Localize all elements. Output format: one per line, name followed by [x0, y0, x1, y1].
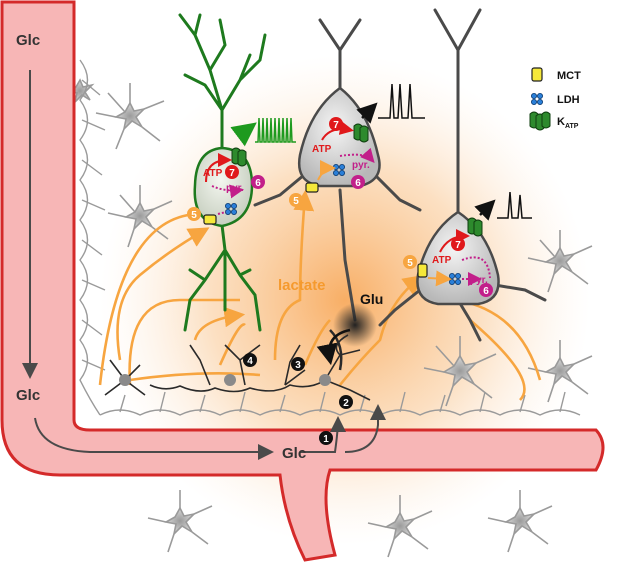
- step-badge-4: 4: [243, 353, 257, 367]
- glc-to-neuron-arrow: [344, 404, 386, 453]
- metabolic-cycle-center: [317, 121, 375, 181]
- step-badge-1: 1: [319, 431, 333, 445]
- mct-transporters: [203, 182, 428, 278]
- katp-channels: [231, 123, 483, 237]
- blood-vessel: [0, 0, 605, 562]
- svg-text:5: 5: [407, 258, 413, 269]
- step-badge-3: 3: [291, 357, 305, 371]
- svg-text:2: 2: [343, 398, 349, 409]
- label-glu: Glu: [360, 291, 383, 307]
- background-astrocytes: [65, 78, 593, 558]
- green-firing-arrow: [230, 122, 257, 147]
- label-pyr-center: pyr.: [352, 160, 370, 171]
- legend-mct-swatch: [531, 67, 543, 82]
- metabolic-cycle-left: [205, 153, 244, 215]
- label-lactate: lactate: [278, 277, 326, 294]
- svg-text:3: 3: [295, 360, 301, 371]
- label-pyr-right: pyr.: [470, 275, 488, 286]
- label-glc-bottom: Glc: [282, 445, 306, 462]
- label-atp-right: ATP: [432, 255, 452, 266]
- svg-text:5: 5: [191, 210, 197, 221]
- green-spike-train: [255, 117, 296, 143]
- step-badge-7-right: 7: [451, 237, 465, 251]
- step-badge-5-center: 5: [289, 193, 303, 207]
- label-pyr-left: pyr.: [226, 183, 244, 194]
- step-badge-7-center: 7: [329, 117, 343, 131]
- metabolic-cycle-right: [427, 229, 491, 287]
- svg-text:7: 7: [229, 168, 235, 179]
- glu-uptake-arrow: [316, 328, 351, 366]
- legend-katp-swatch: [529, 111, 551, 131]
- center-firing-arrow: [356, 102, 378, 124]
- right-firing-arrow: [474, 199, 496, 221]
- step-badge-6-center: 6: [351, 175, 365, 189]
- astrocyte-somata: [119, 374, 331, 386]
- svg-text:7: 7: [455, 240, 461, 251]
- svg-text:5: 5: [293, 196, 299, 207]
- step-badge-6-left: 6: [251, 175, 265, 189]
- center-spike-train: [378, 83, 425, 119]
- gray-neuron-right: [378, 8, 547, 342]
- svg-text:1: 1: [323, 434, 329, 445]
- svg-text:6: 6: [483, 286, 489, 297]
- astrocyte-endfeet: [79, 59, 581, 416]
- step-badge-7-left: 7: [225, 165, 239, 179]
- glc-to-astro-arrow: [300, 416, 346, 453]
- label-glc-top: Glc: [16, 32, 40, 49]
- synapse-glow: [333, 303, 377, 347]
- green-neuron: [178, 13, 267, 332]
- legend-ldh-label: LDH: [557, 94, 580, 106]
- right-spike-train: [497, 191, 532, 219]
- label-atp-center: ATP: [312, 144, 332, 155]
- gray-neuron-center: [253, 18, 422, 322]
- step-badge-6-right: 6: [479, 283, 493, 297]
- svg-text:6: 6: [355, 178, 361, 189]
- legend-katp-label: KATP: [557, 116, 579, 130]
- legend-ldh-swatch: [531, 93, 544, 106]
- step-badge-5-left: 5: [187, 207, 201, 221]
- label-glc-mid: Glc: [16, 387, 40, 404]
- svg-text:6: 6: [255, 178, 261, 189]
- glc-arrow-horizontal: [34, 417, 274, 460]
- svg-text:4: 4: [247, 356, 253, 367]
- step-badge-2: 2: [339, 395, 353, 409]
- central-astrocyte: [104, 329, 371, 401]
- legend: MCT LDH KATP: [529, 67, 581, 131]
- label-atp-left: ATP: [203, 168, 223, 179]
- svg-text:7: 7: [333, 120, 339, 131]
- step-badge-5-right: 5: [403, 255, 417, 269]
- legend-mct-label: MCT: [557, 70, 581, 82]
